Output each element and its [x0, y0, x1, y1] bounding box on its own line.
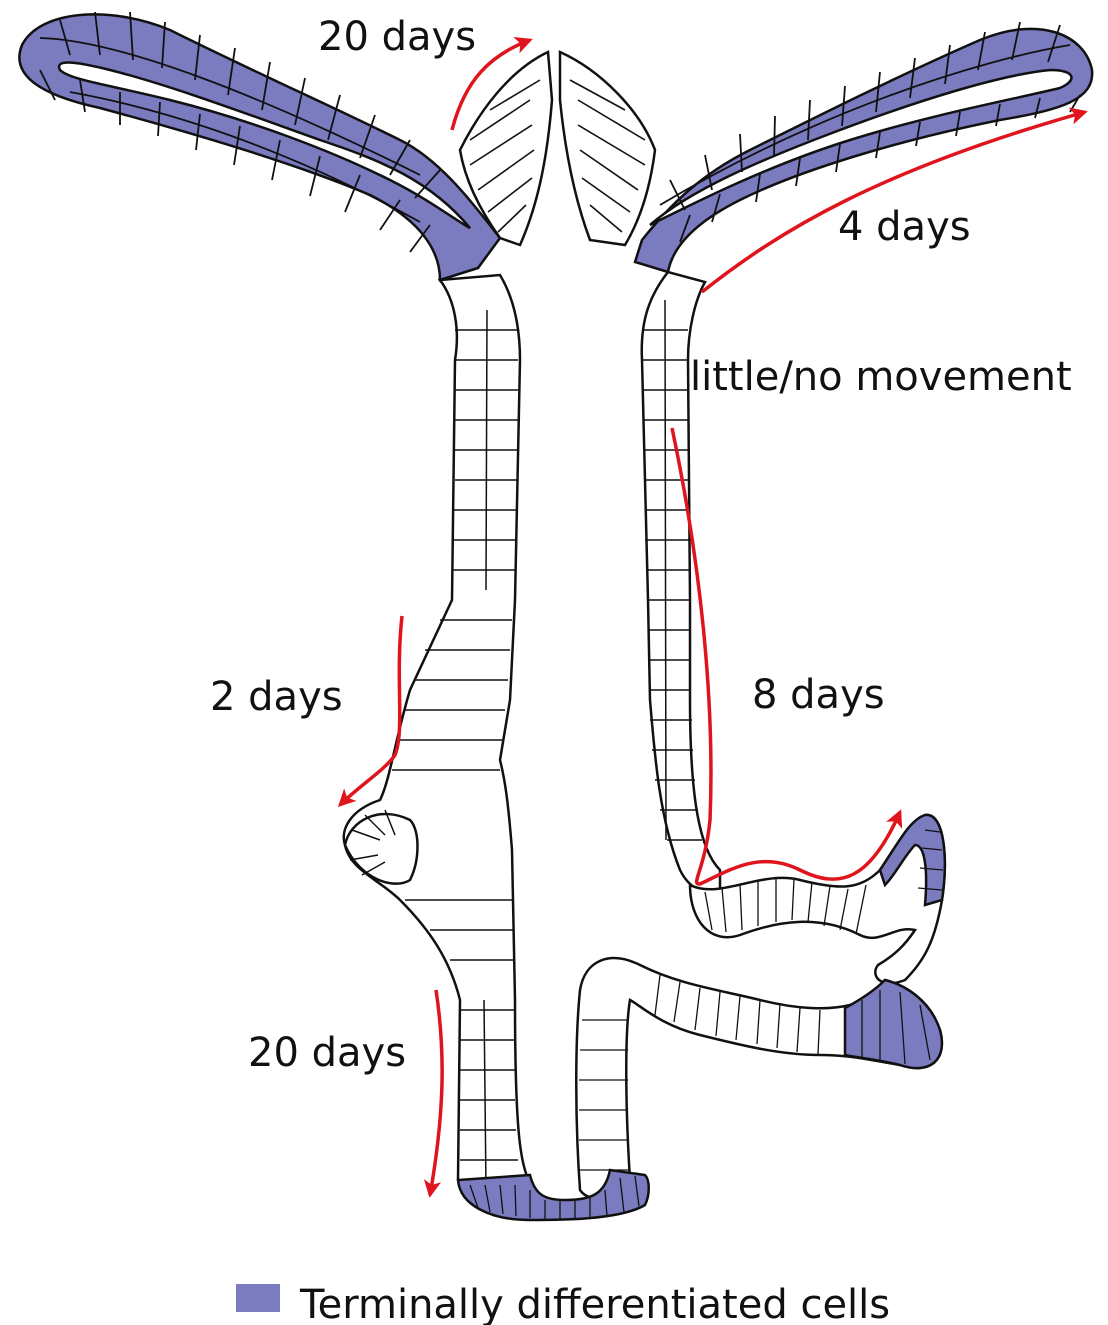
label-left-middle: 2 days — [210, 674, 343, 720]
right-lower-branch — [690, 815, 945, 983]
legend: Terminally differentiated cells — [236, 1282, 890, 1325]
label-right-middle: little/no movement — [690, 354, 1072, 400]
legend-label: Terminally differentiated cells — [299, 1282, 890, 1325]
tissue — [19, 12, 1092, 1220]
hub-right-wing — [560, 52, 655, 245]
crypt-base — [458, 1170, 649, 1220]
arrow-right-long — [672, 428, 900, 884]
bulge-pocket — [345, 814, 418, 884]
label-right-lower: 8 days — [752, 672, 885, 718]
lower-branch-tip-differentiated — [845, 980, 942, 1068]
label-top-center: 20 days — [318, 14, 476, 60]
lower-right-branch — [576, 958, 942, 1199]
central-hub — [460, 52, 655, 245]
label-left-lower: 20 days — [248, 1030, 406, 1076]
label-upper-right: 4 days — [838, 204, 971, 250]
arrow-left-lower — [430, 990, 442, 1195]
legend-swatch — [236, 1284, 280, 1312]
